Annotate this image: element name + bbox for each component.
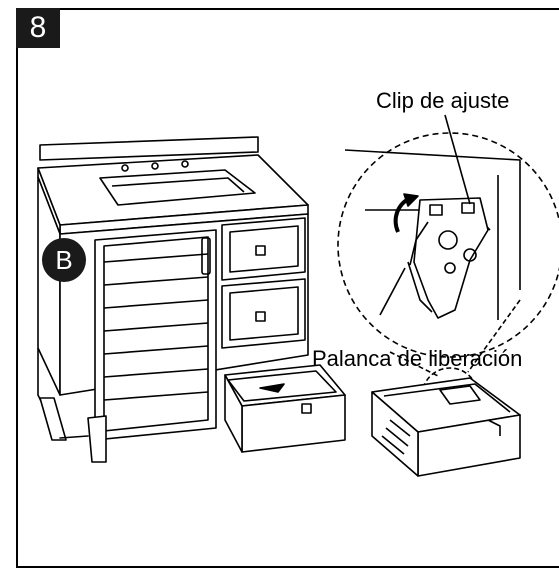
clip-label: Clip de ajuste <box>376 88 510 113</box>
rotation-arrow-icon <box>393 193 419 233</box>
cabinet-badge: B <box>42 238 86 282</box>
drawer-slide-detail <box>371 377 521 477</box>
vanity-cabinet-body <box>37 176 309 463</box>
clip-pointer-line <box>444 114 471 205</box>
vanity-backsplash <box>39 136 259 161</box>
step-number: 8 <box>16 8 60 48</box>
lever-pointer-line <box>379 267 406 316</box>
pulled-out-drawer <box>224 364 346 453</box>
release-mechanism-detail <box>337 132 559 358</box>
lever-label: Palanca de liberación <box>312 346 523 371</box>
vanity-countertop <box>37 154 309 235</box>
